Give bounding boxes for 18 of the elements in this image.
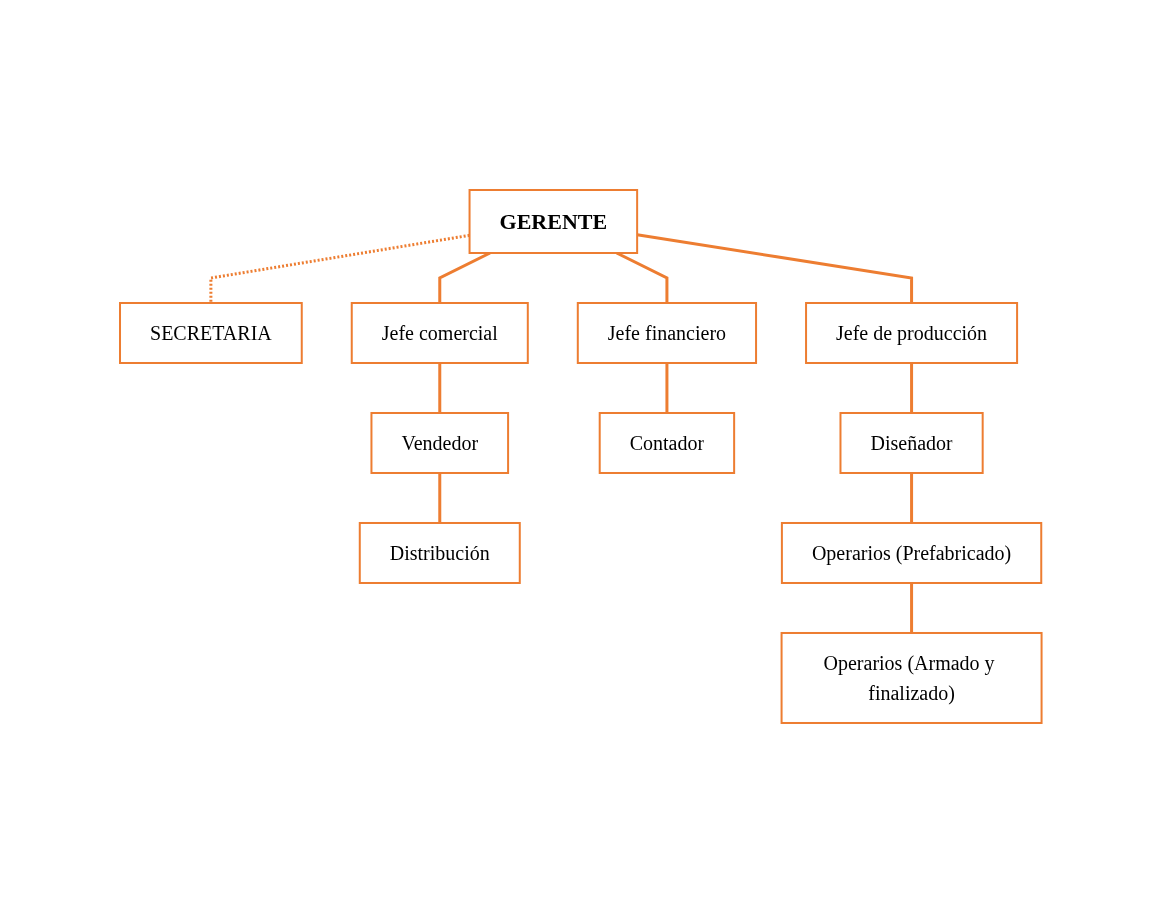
node-box: Jefe financiero [576, 302, 757, 364]
connector [909, 583, 913, 633]
node-box: Operarios (Armado y finalizado) [780, 632, 1043, 724]
connector [665, 363, 669, 413]
connector [636, 233, 913, 303]
node-box: GERENTE [468, 189, 638, 254]
node-box: Jefe de producción [804, 302, 1018, 364]
connector [909, 473, 913, 523]
connector [909, 363, 913, 413]
node-box: Jefe comercial [350, 302, 529, 364]
node-box: Operarios (Prefabricado) [780, 522, 1042, 584]
node-box: Diseñador [839, 412, 984, 474]
connector [438, 363, 441, 413]
node-box: Contador [598, 412, 735, 474]
node-box: Vendedor [370, 412, 509, 474]
connector [438, 473, 441, 523]
node-box: Distribución [358, 522, 521, 584]
node-box: SECRETARIA [118, 302, 303, 364]
